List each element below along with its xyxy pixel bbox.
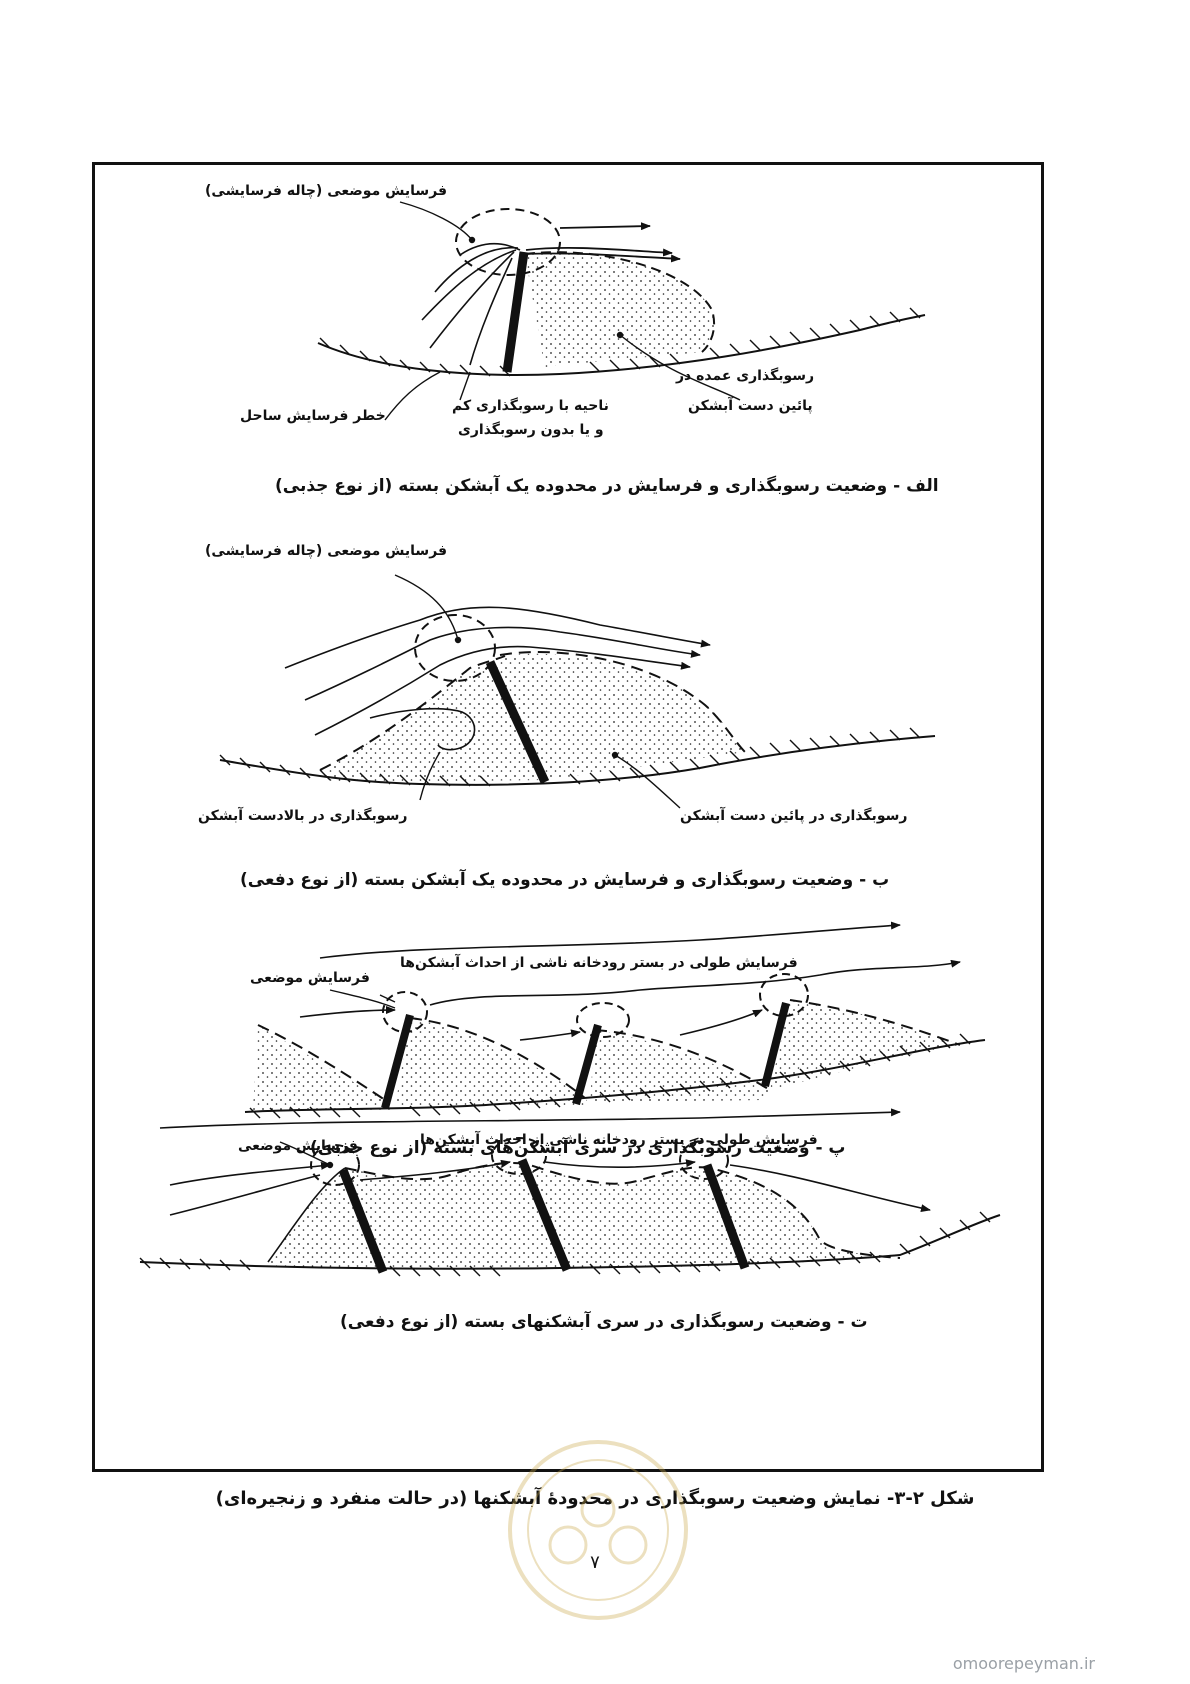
panel-c-groyne-3 [761,1002,790,1087]
panel-d-groyne-1 [338,1168,388,1274]
panel-c-scour-holes [382,973,809,1038]
panel-c-flow-lines [299,921,961,1041]
panel-d-caption: ت - وضعیت رسوبگذاری در سری آبشکنهای بسته… [340,1312,868,1332]
panel-a-bed-hatch [319,307,921,377]
panel-b-deposit [320,653,745,782]
panel-a-label-local-scour: فرسایش موضعی (چاله فرسایشی) [205,183,448,199]
panel-a-diagram [317,201,926,421]
page-number: ۷ [590,1552,600,1573]
panel-c-riverbed [244,1039,986,1113]
panel-d-groyne-3 [702,1163,750,1270]
panel-c-groyne-2 [572,1023,602,1106]
panel-a-scour-hole [455,208,561,276]
panel-d-label-longitudinal-erosion: فرسایش طولی در بستر رودخانه ناشی از احدا… [420,1132,818,1148]
panel-b-groyne [485,660,550,784]
panel-a-label-low-deposit-l1: ناحیه با رسوبگذاری کم [452,398,609,414]
panel-d-flow-lines [159,1108,931,1216]
panel-c-diagram [244,921,986,1119]
panel-b-label-upstream-deposit: رسوبگذاری در بالادست آبشکن [198,808,408,824]
panel-d-leaders [279,1141,334,1169]
panel-a-flow-lines [421,242,521,366]
panel-a-leaders [384,201,741,421]
panel-a-label-low-deposit-l2: و یا بدون رسوبگذاری [458,422,604,438]
panel-d-riverbed [139,1214,1001,1270]
panel-b-flow-lines [284,606,711,751]
panel-a-label-downstream-deposit-l2: پائین دست آبشکن [688,398,813,414]
publisher-seal-watermark [508,1440,688,1620]
panel-b-bed-hatch [219,727,921,787]
panel-d-scour-holes [310,1137,729,1186]
panel-b-label-downstream-deposit: رسوبگذاری در پائین دست آبشکن [680,808,908,824]
figure-caption: شکل ۲-۳- نمایش وضعیت رسوبگذاری در محدوده… [215,1488,975,1509]
panel-b-diagram [219,574,936,809]
panel-b-label-local-scour: فرسایش موضعی (چاله فرسایشی) [205,543,448,559]
panel-b-leaders [394,574,681,809]
panel-a-label-downstream-deposit-l1: رسوبگذاری عمده در [676,368,815,384]
panel-c-bed-hatch [249,1033,971,1119]
panel-d-groyne-2 [517,1158,572,1272]
panel-b-caption: ب - وضعیت رسوبگذاری و فرسایش در محدوده ی… [240,870,890,890]
panel-a-deposit [525,252,715,370]
site-watermark: omoorepeyman.ir [952,1654,1095,1673]
panel-d-bed-hatch [139,1211,991,1277]
panel-a-groyne [502,251,529,373]
panel-d-label-local-scour: فرسایش موضعی [238,1138,358,1154]
panel-c-label-longitudinal-erosion: فرسایش طولی در بستر رودخانه ناشی از احدا… [400,955,798,971]
panel-d-diagram [139,1108,1001,1277]
panel-c-deposit-4 [770,1000,960,1090]
panel-c-label-local-scour: فرسایش موضعی [250,970,370,986]
panel-a-outflow-arrows [525,222,681,263]
panel-c-deposit-2 [395,1018,590,1108]
panel-d-deposit [270,1163,900,1270]
panel-c-leaders [329,989,396,1009]
panel-a-label-bank-erosion: خطر فرسایش ساحل [240,408,386,424]
figure-frame [92,162,1044,1472]
panel-c-deposit-1 [253,1025,390,1110]
panel-c-groyne-1 [381,1013,414,1110]
panel-a-caption: الف - وضعیت رسوبگذاری و فرسایش در محدوده… [275,476,939,496]
